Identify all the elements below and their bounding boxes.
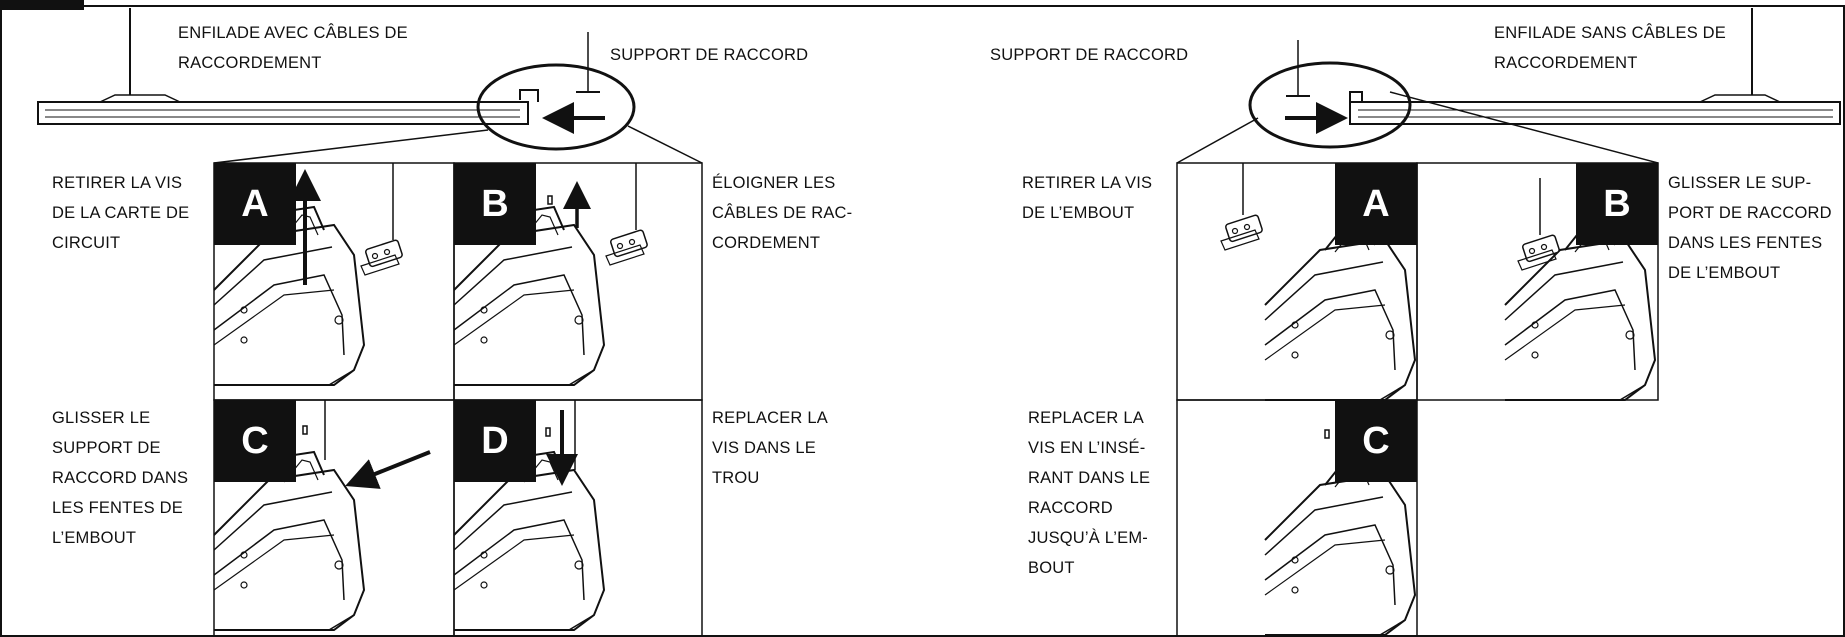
right-connector-label: SUPPORT DE RACCORD (990, 46, 1189, 64)
step-badge-right-b: B (1576, 163, 1658, 245)
step-badge-left-b: B (454, 163, 536, 245)
corner-tab (0, 0, 84, 10)
right-steps-grid (1176, 162, 1659, 637)
left-connector-label: SUPPORT DE RACCORD (610, 46, 809, 64)
step-badge-left-c: C (214, 400, 296, 482)
step-badge-right-a: A (1335, 163, 1417, 245)
left-steps-grid (213, 162, 703, 637)
right-fixture-bar (1176, 8, 1841, 164)
left-fixture-bar (37, 8, 703, 164)
step-badge-right-c: C (1335, 400, 1417, 482)
step-badge-left-d: D (454, 400, 536, 482)
step-badge-left-a: A (214, 163, 296, 245)
